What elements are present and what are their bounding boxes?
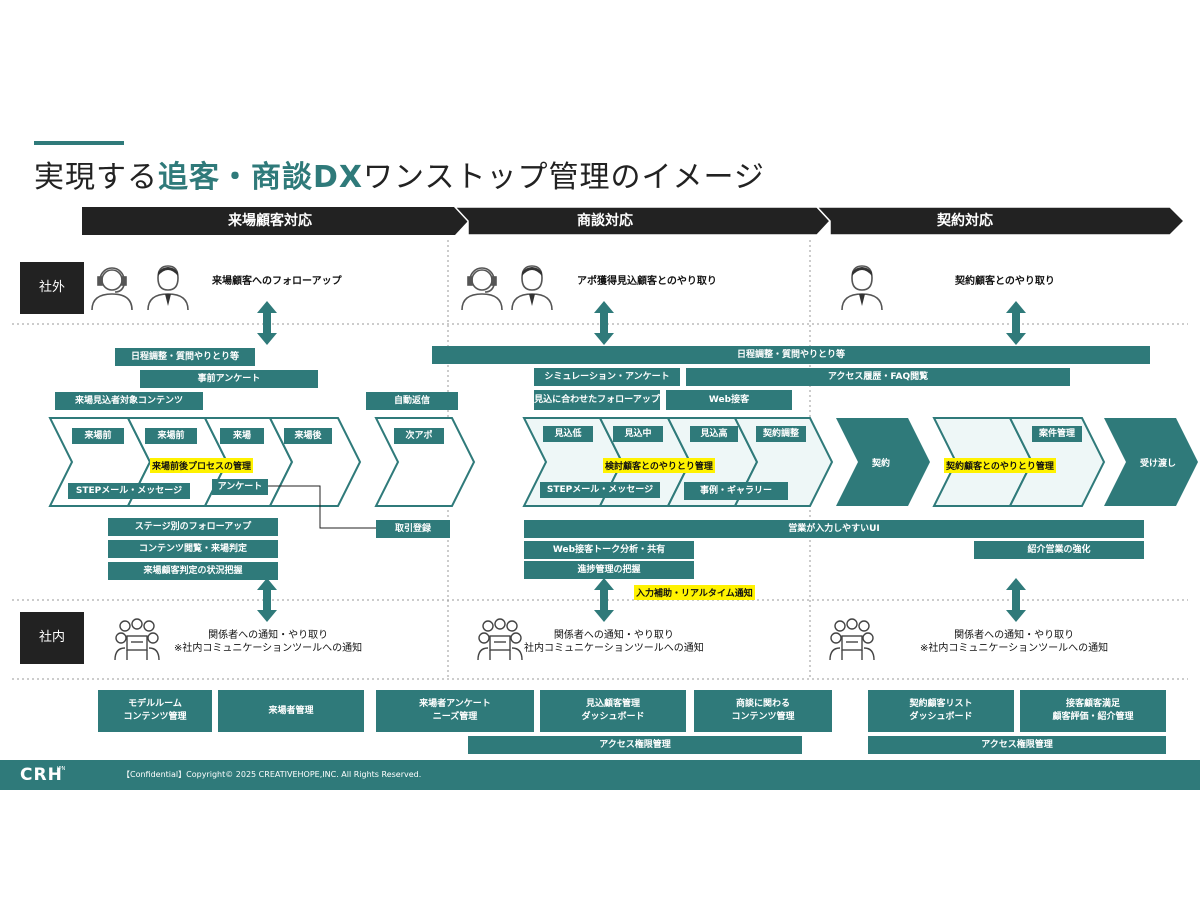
- external-label-contract: 契約顧客とのやり取り: [955, 276, 1055, 287]
- bar-schedule-1: 日程調整・質問やりとり等: [115, 348, 255, 366]
- bar-auto-reply: 自動返信: [366, 392, 458, 410]
- bar-follow-by-prospect: 見込に合わせたフォローアップ: [534, 390, 660, 410]
- bar-visitor-content: 来場見込者対象コンテンツ: [55, 392, 203, 410]
- footer-bar: [0, 760, 1200, 790]
- bar-stage-follow: ステージ別のフォローアップ: [108, 518, 278, 536]
- chevron-pre-visit-1: 来場前: [72, 428, 124, 444]
- system-contract-dashboard: 契約顧客リストダッシュボード: [868, 690, 1014, 732]
- bar-deal-register: 取引登録: [376, 520, 450, 538]
- double-arrows: [257, 301, 1026, 622]
- highlight-visit-process: 来場前後プロセスの管理: [150, 458, 254, 473]
- bar-step-mail-2: STEPメール・メッセージ: [540, 482, 660, 498]
- external-label-prospect: アポ獲得見込顧客とのやり取り: [577, 276, 717, 287]
- chevron-low: 見込低: [543, 426, 593, 442]
- bar-pre-survey: 事前アンケート: [140, 370, 318, 388]
- system-deal-content: 商談に関わるコンテンツ管理: [694, 690, 832, 732]
- bar-talk-analysis: Web接客トーク分析・共有: [524, 541, 694, 559]
- chevron-mid: 見込中: [613, 426, 663, 442]
- phase-negotiation: 商談対応: [577, 213, 633, 229]
- bar-simulation: シミュレーション・アンケート: [534, 368, 680, 386]
- tag-external: 社外: [20, 262, 84, 314]
- system-visitor-survey: 来場者アンケートニーズ管理: [376, 690, 534, 732]
- title-rule: [34, 141, 124, 145]
- chevron-next-appo: 次アポ: [394, 428, 444, 444]
- bar-progress: 進捗管理の把握: [524, 561, 694, 579]
- chevron-contract: 契約: [872, 459, 891, 469]
- highlight-input-assist: 入力補助・リアルタイム通知: [634, 585, 755, 600]
- bar-easy-ui: 営業が入力しやすいUI: [524, 520, 1144, 538]
- highlight-contract: 契約顧客とのやりとり管理: [944, 458, 1056, 473]
- system-visitor-mgmt: 来場者管理: [218, 690, 364, 732]
- bar-step-mail-1: STEPメール・メッセージ: [68, 483, 190, 499]
- bar-content-view: コンテンツ閲覧・来場判定: [108, 540, 278, 558]
- bar-web-service: Web接客: [666, 390, 792, 410]
- chevron-handover: 受け渡し: [1140, 459, 1177, 469]
- customer-icons: [147, 265, 883, 311]
- internal-note-2: 関係者への通知・やり取り社内コミュニケーションツールへの通知: [524, 630, 704, 654]
- highlight-consider: 検討顧客とのやりとり管理: [603, 458, 715, 473]
- internal-note-1: 関係者への通知・やり取り※社内コミュニケーションツールへの通知: [174, 630, 363, 654]
- chevron-visit: 来場: [220, 428, 264, 444]
- system-prospect-dashboard: 見込顧客管理ダッシュボード: [540, 690, 686, 732]
- dotted-dividers: [12, 240, 1188, 680]
- footer-logo-sub: JPN: [57, 766, 66, 772]
- phase-visitor: 来場顧客対応: [228, 213, 312, 229]
- headset-icons: [91, 267, 503, 311]
- chevron-high: 見込高: [690, 426, 738, 442]
- page-title: 実現する追客・商談DXワンストップ管理のイメージ: [34, 160, 765, 195]
- footer-logo: CRH: [20, 765, 63, 785]
- system-satisfaction: 接客顧客満足顧客評価・紹介管理: [1020, 690, 1166, 732]
- phase-arrow-1: [82, 207, 468, 235]
- access-mgmt-1: アクセス権限管理: [468, 736, 802, 754]
- bar-survey: アンケート: [212, 479, 268, 495]
- bar-examples: 事例・ギャラリー: [684, 482, 788, 500]
- team-icons: [114, 618, 875, 661]
- chevron-pre-visit-2: 来場前: [145, 428, 197, 444]
- bar-schedule-2: 日程調整・質問やりとり等: [432, 346, 1150, 364]
- tag-internal: 社内: [20, 612, 84, 664]
- chevron-post-visit: 来場後: [284, 428, 332, 444]
- chevron-contract-adjust: 契約調整: [756, 426, 806, 442]
- phase-contract: 契約対応: [937, 213, 993, 229]
- access-mgmt-2: アクセス権限管理: [868, 736, 1166, 754]
- bar-visitor-status: 来場顧客判定の状況把握: [108, 562, 278, 580]
- internal-note-3: 関係者への通知・やり取り※社内コミュニケーションツールへの通知: [920, 630, 1109, 654]
- bar-referral: 紹介営業の強化: [974, 541, 1144, 559]
- chevron-case-mgmt: 案件管理: [1032, 426, 1082, 442]
- footer-copyright: 【Confidential】Copyright© 2025 CREATIVEHO…: [122, 770, 422, 779]
- bar-access-history: アクセス履歴・FAQ閲覧: [686, 368, 1070, 386]
- external-label-visitor: 来場顧客へのフォローアップ: [212, 276, 342, 287]
- survey-connector: [268, 485, 376, 529]
- system-model-room: モデルルームコンテンツ管理: [98, 690, 212, 732]
- phase-arrow-3: [815, 206, 1186, 236]
